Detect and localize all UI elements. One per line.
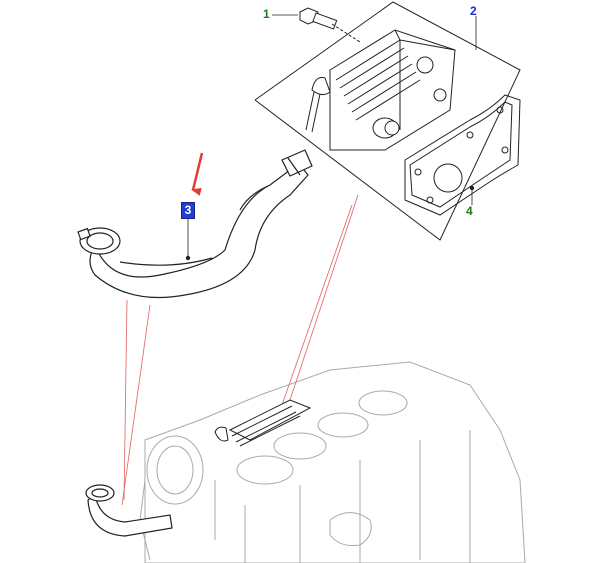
oil-cooler-part (305, 29, 456, 151)
installed-oil-cooler (214, 399, 312, 447)
callout-3-highlight (181, 202, 195, 219)
oil-cooler-frame (254, 1, 521, 241)
callout-leaders (185, 14, 477, 261)
callout-4-label: 4 (466, 204, 473, 218)
bolt-part (299, 7, 361, 43)
pointer-arrow (191, 152, 204, 196)
callout-2-label: 2 (470, 4, 477, 18)
hose-part (77, 149, 313, 299)
gasket-part (404, 94, 521, 216)
engine-block (139, 361, 526, 563)
callout-1-label: 1 (263, 7, 270, 21)
installed-hose (85, 484, 173, 537)
callout-3-label[interactable]: 3 (181, 202, 195, 219)
leader-lines (121, 194, 359, 506)
